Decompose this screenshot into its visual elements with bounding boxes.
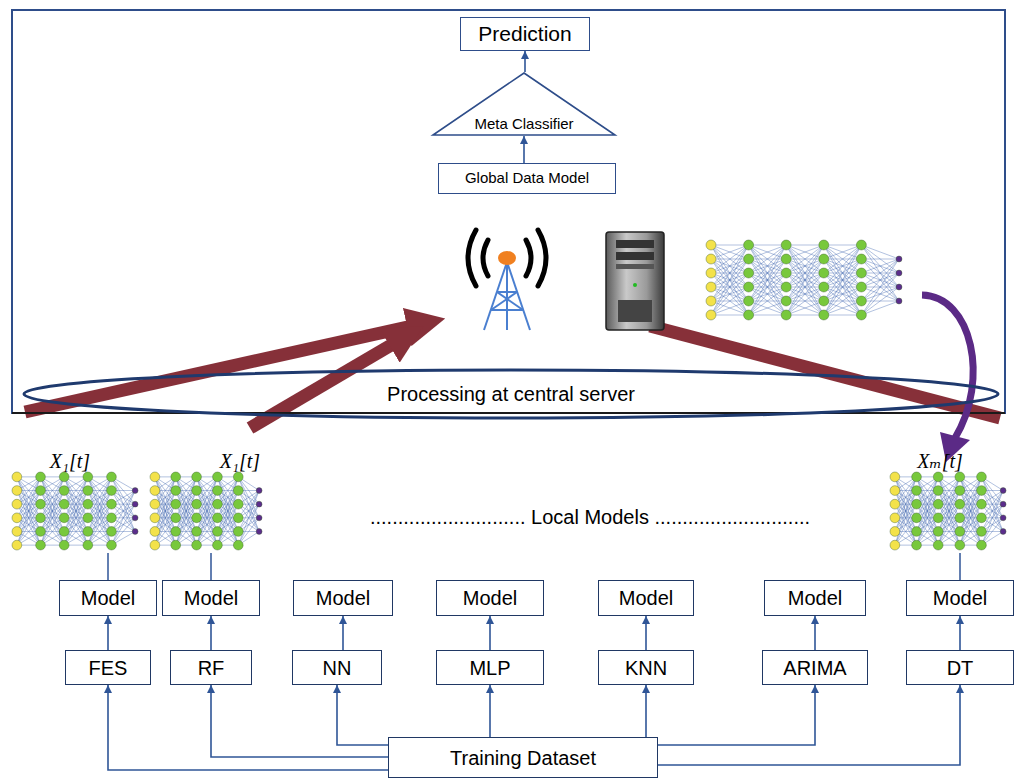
flow-arrow [107,616,109,650]
node-label: KNN [625,657,667,679]
neural-net-icon [890,472,1006,550]
flow-arrow [523,136,525,163]
flow-arrow [658,685,815,745]
node-label: Model [316,587,370,609]
vector-label: Xₘ[t] [900,450,980,472]
process-box: Model [162,580,260,616]
flow-arrow [814,616,816,650]
flow-arrow [337,685,388,745]
node-label: MLP [469,657,510,679]
node-label: Prediction [478,22,571,45]
process-box: Model [293,580,393,616]
node-label: Model [933,587,987,609]
flow-arrow [211,685,388,757]
process-box: Model [436,580,544,616]
process-box: ARIMA [762,650,868,685]
neural-net-icon [150,472,262,550]
flow-arrow [489,616,491,650]
neural-net-icon [12,472,138,550]
process-box: Model [598,580,694,616]
classifier-triangle: Meta Classifier [432,72,616,136]
process-box: Training Dataset [388,737,658,778]
process-box: MLP [436,650,544,685]
distribution-arrow [922,295,973,462]
flow-arrow [342,616,344,650]
process-box: KNN [598,650,694,685]
node-label: Processing at central server [387,383,635,405]
node-label: FES [89,657,128,679]
process-box: Model [764,580,866,616]
neural-net-icon [706,240,902,320]
flow-arrow [108,685,388,770]
node-label: RF [198,657,225,679]
section-label: ............................ Local Model… [290,506,890,528]
process-box: Model [59,580,157,616]
node-label: ARIMA [783,657,846,679]
upload-arrow [25,322,430,412]
flow-arrow [524,51,526,72]
vector-label: X₁[t] [30,450,110,472]
processing-ellipse: Processing at central server [22,368,1000,420]
node-label: Global Data Model [465,170,589,187]
node-label: Model [788,587,842,609]
antenna-tower [468,230,546,330]
node-label: Model [463,587,517,609]
node-label: Model [619,587,673,609]
node-label: Model [184,587,238,609]
vector-label: X₁[t] [200,450,280,472]
server-region [12,10,1005,413]
node-label: Meta Classifier [474,116,573,133]
flow-arrow [645,685,647,737]
node-label: Model [81,587,135,609]
node-label: DT [947,657,974,679]
process-box: RF [170,650,252,685]
node-label: Training Dataset [450,747,596,769]
model-link [108,553,960,580]
flow-arrow [658,685,960,765]
process-box: DT [906,650,1014,685]
process-box: NN [292,650,382,685]
process-box: Global Data Model [438,163,616,194]
flow-arrow [489,685,491,737]
node-label: NN [323,657,352,679]
process-box: Prediction [460,17,590,51]
flow-arrow [210,616,212,650]
server-icon [606,232,664,330]
flow-arrow [959,616,961,650]
flow-arrow [645,616,647,650]
process-box: FES [65,650,151,685]
process-box: Model [906,580,1014,616]
